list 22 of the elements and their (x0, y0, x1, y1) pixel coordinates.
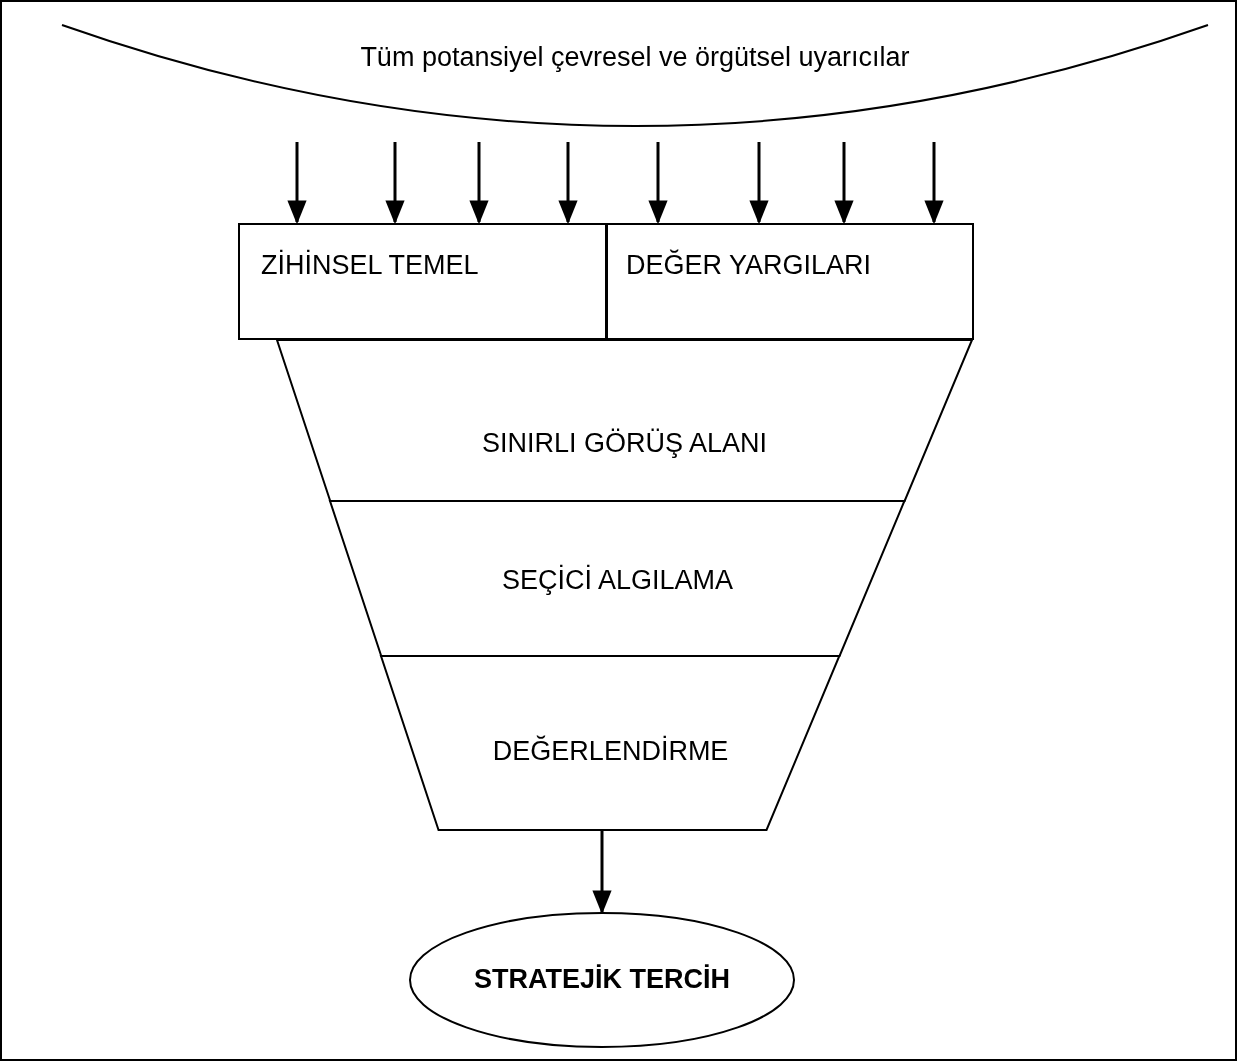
node-label: DEĞERLENDİRME (491, 736, 730, 767)
value-judgments-box (606, 224, 973, 339)
node-label: Tüm potansiyel çevresel ve örgütsel uyarıcılar (359, 42, 911, 73)
ellipse-node (409, 912, 795, 1048)
arrow (469, 142, 489, 225)
arrow (385, 142, 405, 225)
arrow (924, 142, 944, 225)
arrow (558, 142, 578, 225)
mental-base-box (239, 224, 607, 339)
arrow (749, 142, 769, 225)
node-label: STRATEJİK TERCİH (473, 964, 731, 995)
funnel-section (277, 340, 972, 501)
arrow (834, 142, 854, 225)
arrow (592, 830, 612, 915)
node-label: ZİHİNSEL TEMEL (261, 250, 479, 281)
arrow (648, 142, 668, 225)
funnel-section (330, 501, 905, 656)
node-label: SINIRLI GÖRÜŞ ALANI (480, 428, 769, 459)
node-label: SEÇİCİ ALGILAMA (500, 565, 734, 596)
node-label: DEĞER YARGILARI (626, 250, 872, 281)
funnel-section (381, 656, 840, 830)
arrow (287, 142, 307, 225)
